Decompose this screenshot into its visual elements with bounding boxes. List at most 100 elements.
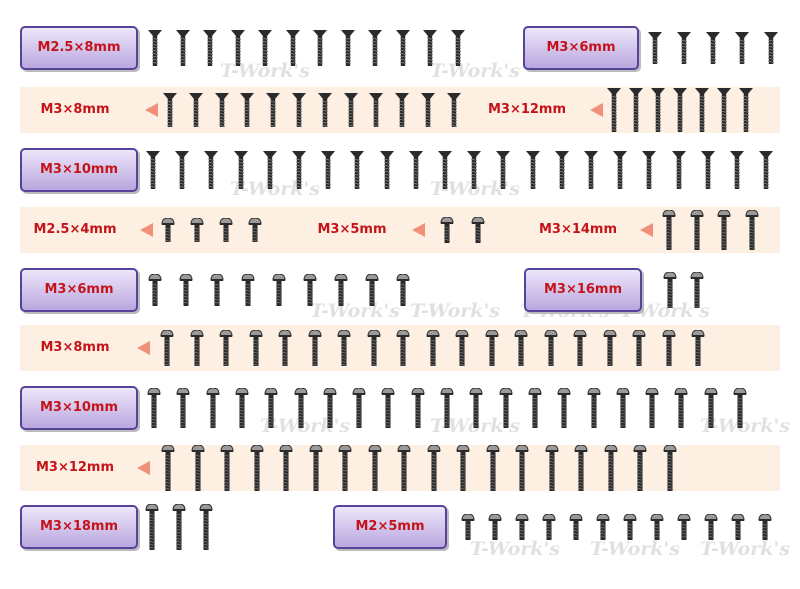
size-label: M2.5×4mm	[33, 222, 117, 237]
flat-head-screw-icon	[203, 30, 217, 66]
watermark-text: T-Work's	[620, 300, 710, 322]
flat-head-screw-icon	[321, 151, 336, 189]
button-head-screw-icon	[396, 330, 410, 366]
flat-head-screw-icon	[525, 151, 540, 189]
pointer-arrow-icon	[590, 103, 603, 117]
button-head-screw-icon	[425, 330, 440, 366]
button-head-screw-icon	[704, 514, 718, 540]
button-head-screw-icon	[210, 274, 224, 306]
flat-head-screw-icon	[673, 88, 687, 132]
flat-head-screw-icon	[730, 151, 744, 189]
button-head-screw-icon	[397, 445, 411, 491]
button-head-screw-icon	[616, 388, 630, 428]
size-label: M3×6mm	[20, 268, 138, 312]
flat-head-screw-icon	[438, 151, 452, 189]
button-head-screw-icon	[367, 445, 382, 491]
button-head-screw-icon	[161, 218, 175, 242]
watermark-text: T-Work's	[430, 60, 520, 82]
button-head-screw-icon	[278, 330, 292, 366]
flat-head-screw-icon	[395, 93, 410, 127]
button-head-screw-icon	[264, 388, 278, 428]
flat-head-screw-icon	[446, 93, 461, 127]
button-head-screw-icon	[426, 445, 441, 491]
flat-head-screw-icon	[379, 151, 394, 189]
button-head-screw-icon	[623, 514, 637, 540]
button-head-screw-icon	[179, 274, 193, 306]
size-label: M3×10mm	[20, 386, 138, 430]
flat-head-screw-icon	[717, 88, 731, 132]
button-head-screw-icon	[172, 504, 186, 550]
flat-head-screw-icon	[496, 151, 511, 189]
button-head-screw-icon	[744, 210, 759, 250]
button-head-screw-icon	[544, 445, 559, 491]
flat-head-screw-icon	[677, 32, 691, 64]
watermark-text: T-Work's	[310, 300, 400, 322]
button-head-screw-icon	[455, 330, 469, 366]
flat-head-screw-icon	[607, 88, 621, 132]
button-head-screw-icon	[176, 388, 190, 428]
button-head-screw-icon	[307, 330, 322, 366]
flat-head-screw-icon	[175, 151, 190, 189]
flat-head-screw-icon	[450, 30, 465, 66]
button-head-screw-icon	[272, 274, 286, 306]
button-head-screw-icon	[248, 218, 262, 242]
size-label: M3×5mm	[317, 222, 387, 237]
flat-head-screw-icon	[258, 30, 272, 66]
button-head-screw-icon	[650, 514, 664, 540]
button-head-screw-icon	[586, 388, 601, 428]
size-label: M3×8mm	[40, 340, 110, 355]
button-head-screw-icon	[645, 388, 659, 428]
button-head-screw-icon	[338, 445, 352, 491]
flat-head-screw-icon	[266, 93, 281, 127]
size-label: M3×10mm	[20, 148, 138, 192]
flat-head-screw-icon	[648, 32, 662, 64]
watermark-text: T-Work's	[590, 538, 680, 560]
button-head-screw-icon	[543, 330, 558, 366]
flat-head-screw-icon	[317, 93, 332, 127]
flat-head-screw-icon	[343, 93, 358, 127]
button-head-screw-icon	[515, 445, 529, 491]
flat-head-screw-icon	[671, 151, 686, 189]
button-head-screw-icon	[411, 388, 425, 428]
flat-head-screw-icon	[285, 30, 300, 66]
button-head-screw-icon	[514, 330, 528, 366]
pointer-arrow-icon	[137, 461, 150, 475]
pointer-arrow-icon	[137, 341, 150, 355]
button-head-screw-icon	[189, 330, 204, 366]
flat-head-screw-icon	[292, 93, 306, 127]
watermark-text: T-Work's	[410, 300, 500, 322]
size-label: M2.5×8mm	[20, 26, 138, 70]
flat-head-screw-icon	[651, 88, 665, 132]
flat-head-screw-icon	[368, 30, 382, 66]
button-head-screw-icon	[542, 514, 556, 540]
button-head-screw-icon	[573, 330, 587, 366]
button-head-screw-icon	[485, 445, 500, 491]
button-head-screw-icon	[689, 210, 704, 250]
size-label: M2×5mm	[333, 505, 447, 549]
button-head-screw-icon	[690, 272, 704, 308]
flat-head-screw-icon	[554, 151, 569, 189]
flat-head-screw-icon	[423, 30, 437, 66]
button-head-screw-icon	[663, 272, 677, 308]
button-head-screw-icon	[632, 330, 646, 366]
flat-head-screw-icon	[214, 93, 229, 127]
flat-head-screw-icon	[584, 151, 598, 189]
button-head-screw-icon	[691, 330, 705, 366]
button-head-screw-icon	[241, 274, 255, 306]
button-head-screw-icon	[206, 388, 220, 428]
watermark-text: T-Work's	[700, 538, 790, 560]
size-label: M3×8mm	[40, 102, 110, 117]
flat-head-screw-icon	[700, 151, 715, 189]
flat-head-screw-icon	[230, 30, 245, 66]
button-head-screw-icon	[484, 330, 499, 366]
flat-head-screw-icon	[175, 30, 190, 66]
watermark-text: T-Work's	[470, 538, 560, 560]
button-head-screw-icon	[219, 218, 233, 242]
flat-head-screw-icon	[163, 93, 177, 127]
flat-head-screw-icon	[340, 30, 355, 66]
watermark-text: T-Work's	[700, 415, 790, 437]
flat-head-screw-icon	[613, 151, 628, 189]
pointer-arrow-icon	[140, 223, 153, 237]
button-head-screw-icon	[293, 388, 308, 428]
button-head-screw-icon	[662, 445, 677, 491]
